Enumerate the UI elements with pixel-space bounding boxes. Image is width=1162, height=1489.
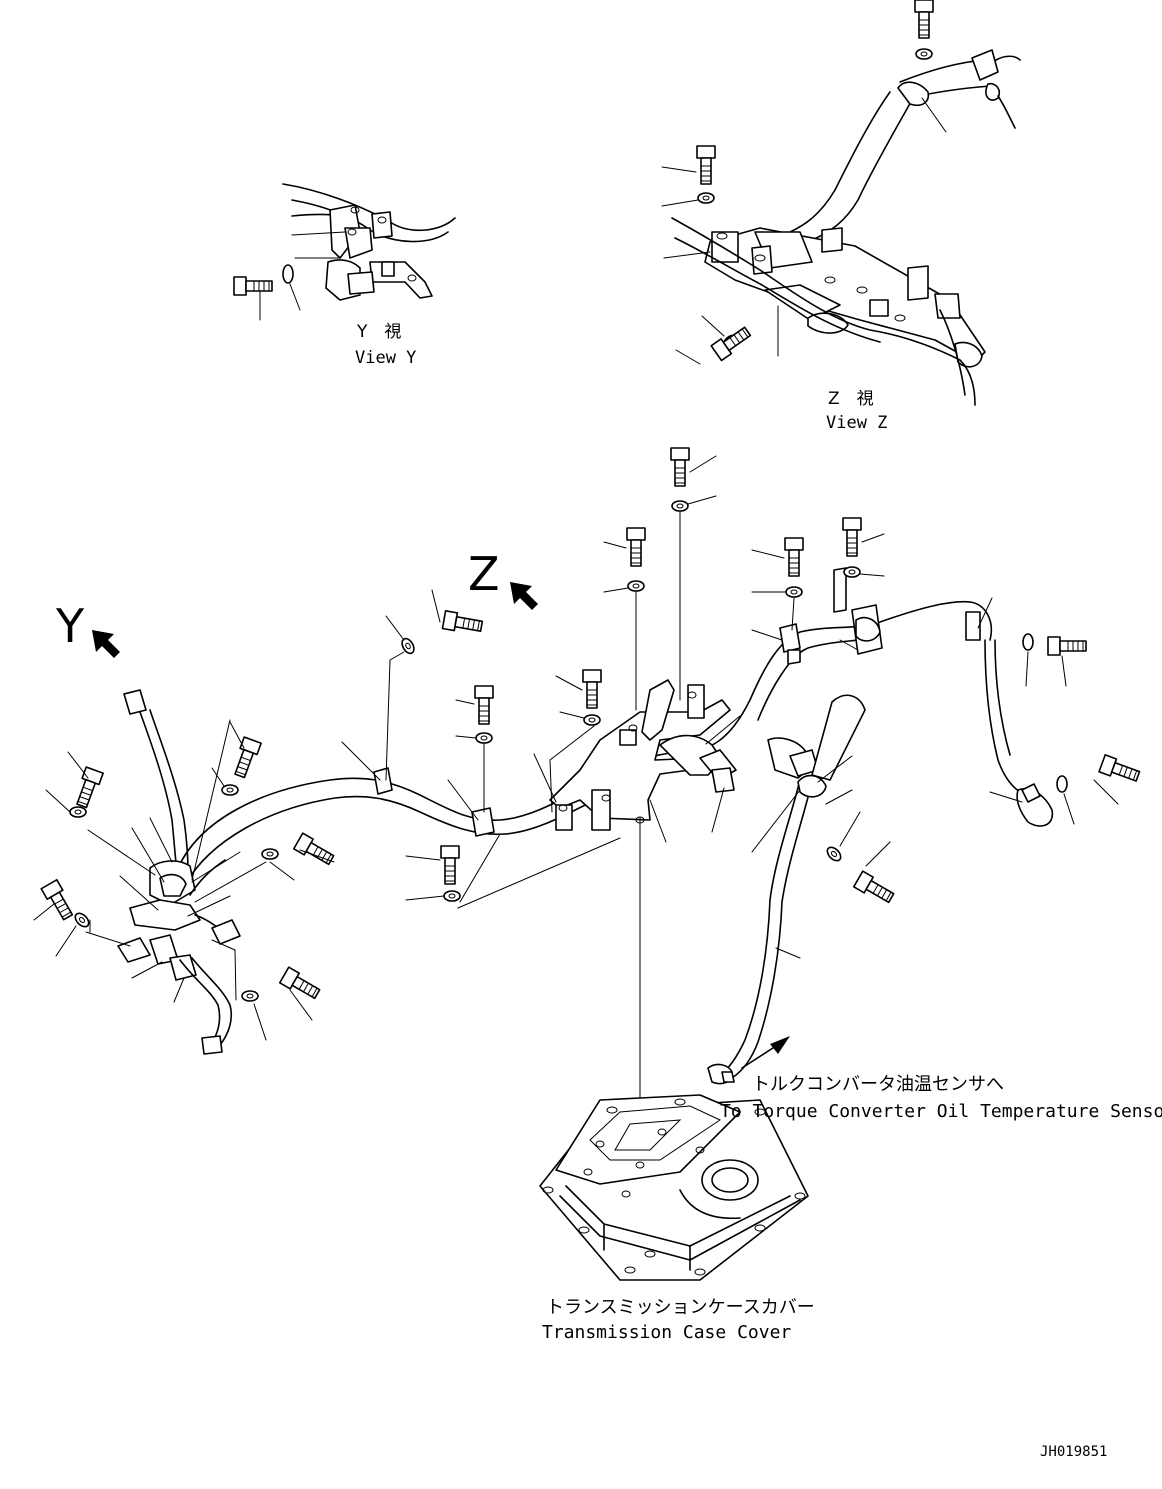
view-y-arrow-label: Y [55,599,85,653]
view-y-arrow-icon [92,630,120,658]
view-y-inset [233,183,456,321]
transmission-case-cover [539,1094,809,1281]
main-harness [33,447,1142,1166]
case-cover-label-jp: トランスミッションケースカバー [546,1297,815,1318]
view-z-label-jp: Z 視 [828,389,874,409]
case-cover-label-en: Transmission Case Cover [542,1322,791,1343]
view-z-inset [661,0,1021,406]
view-y-label-jp: Y 視 [356,322,401,342]
drawing-id: JH019851 [1040,1444,1107,1460]
view-z-arrow-icon [510,582,538,610]
view-y-label-en: View Y [355,348,416,368]
sensor-label-jp: トルクコンバータ油温センサへ [752,1074,1004,1095]
view-z-label-en: View Z [826,413,887,433]
sensor-label-en: To Torque Converter Oil Temperature Sens… [720,1101,1162,1122]
view-z-arrow-label: Z [468,547,500,601]
